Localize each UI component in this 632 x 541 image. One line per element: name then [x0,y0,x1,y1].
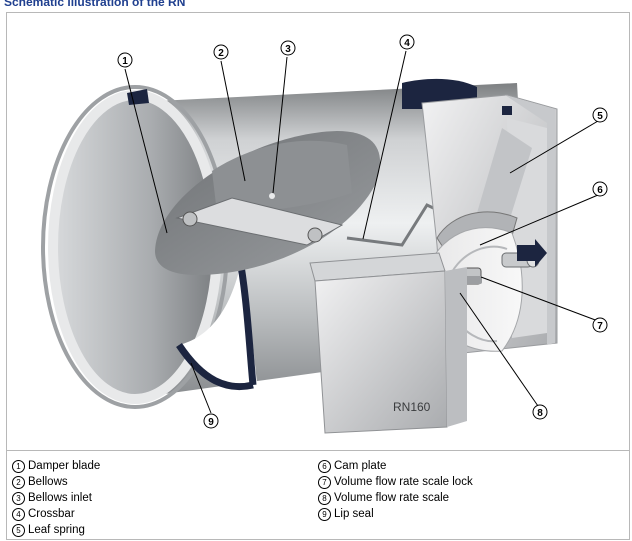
legend-label: Bellows [28,476,68,488]
callout-3: 3 [280,40,296,56]
figure-frame [6,12,630,540]
svg-text:7: 7 [597,321,603,332]
svg-text:8: 8 [537,408,543,419]
legend-number: 4 [12,507,25,521]
svg-text:4: 4 [404,38,410,49]
legend-number: 8 [318,491,331,505]
legend-label: Lip seal [334,508,374,520]
callout-6: 6 [592,181,608,197]
bellows [212,140,352,213]
svg-text:2: 2 [218,48,224,59]
legend-number: 6 [318,459,331,473]
callout-leaders [124,50,599,414]
diagram-title: Schematic illustration of the RN [4,0,186,9]
callout-8: 8 [532,404,548,420]
legend-label: Leaf spring [28,524,85,536]
lip-seal-band [179,253,257,387]
svg-text:9: 9 [208,417,214,428]
legend-number: 7 [318,475,331,489]
frame-divider [6,450,630,451]
svg-text:3: 3 [285,44,291,55]
legend-label: Damper blade [28,460,101,472]
callout-1: 1 [117,52,133,68]
legend-number: 3 [12,491,25,505]
callout-9: 9 [203,413,219,429]
legend-label: Cam plate [334,460,387,472]
damper-illustration: RN160 1 2 3 4 5 6 7 8 [41,34,608,434]
bolt-left [182,211,198,227]
legend-label: Volume flow rate scale lock [334,476,473,488]
duct-opening [41,85,229,409]
svg-text:6: 6 [597,185,603,196]
legend-number: 1 [12,459,25,473]
bellows-inlet [269,193,275,199]
legend-label: Bellows inlet [28,492,92,504]
control-box: RN160 [309,252,467,434]
legend-number: 9 [318,507,331,521]
unit-marking: RN160 [393,400,431,414]
svg-text:1: 1 [122,56,128,67]
legend-number: 5 [12,523,25,537]
bolt-right [307,227,323,243]
lip-seal [176,343,254,391]
callout-7: 7 [592,317,608,333]
crossbar-plate [175,197,344,246]
legend-number: 2 [12,475,25,489]
direction-arrow [517,239,547,267]
callout-4: 4 [399,34,415,50]
svg-text:5: 5 [597,111,603,122]
callout-2: 2 [213,44,229,60]
legend-label: Volume flow rate scale [334,492,450,504]
callout-5: 5 [592,107,608,123]
legend-label: Crossbar [28,508,75,520]
